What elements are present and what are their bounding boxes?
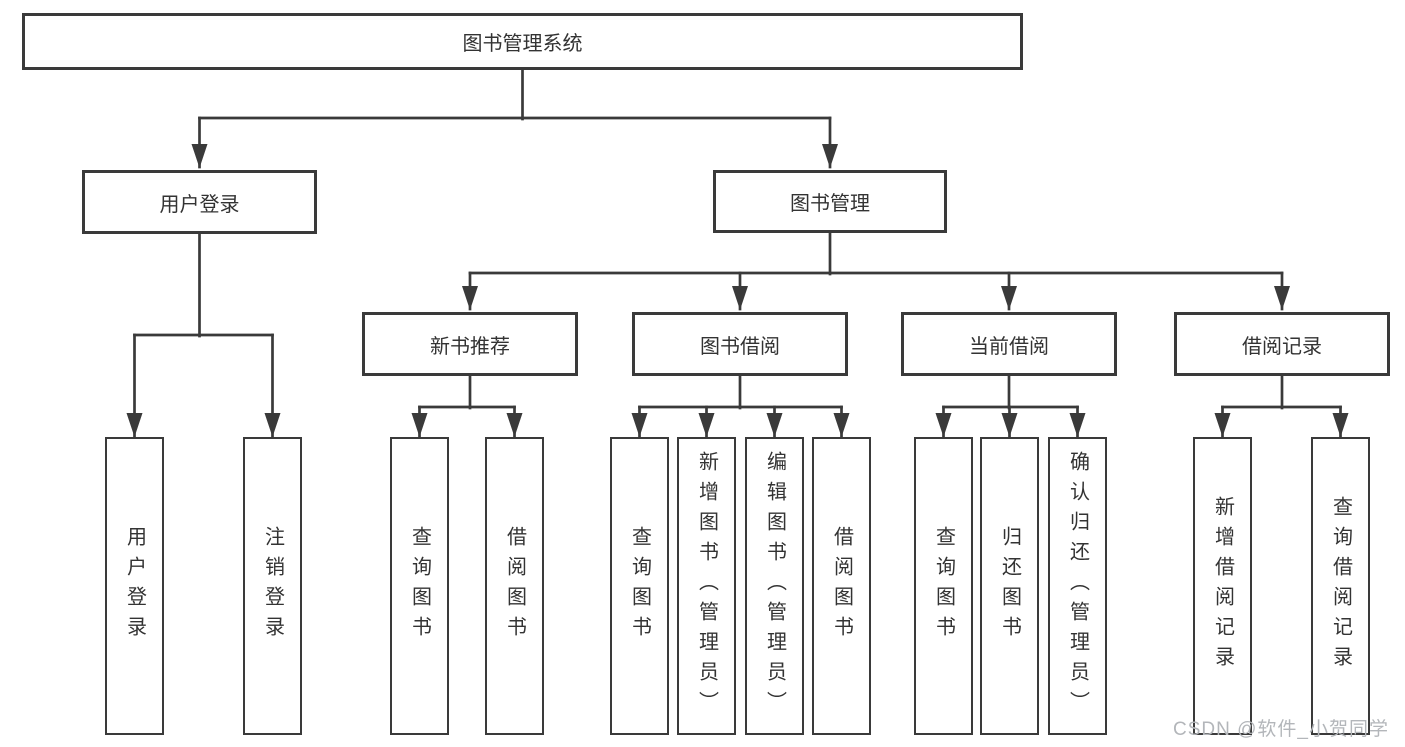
connector-root-to-level2 — [191, 68, 838, 169]
node-root: 图书管理系统 — [22, 13, 1023, 70]
node-borrow-record-label: 借阅记录 — [1242, 335, 1322, 358]
node-new-book-recommend-label: 新书推荐 — [430, 335, 510, 358]
leaf-confirm-return-admin: 确认归还（管理员） — [1048, 437, 1107, 735]
node-book-borrow-label: 图书借阅 — [700, 335, 780, 358]
node-borrow-record: 借阅记录 — [1174, 312, 1390, 376]
leaf-add-borrow-record: 新增借阅记录 — [1193, 437, 1252, 735]
leaf-query-book-2: 查询图书 — [610, 437, 669, 735]
node-book-management: 图书管理 — [713, 170, 947, 233]
connector-book-borrow-to-leaves — [631, 374, 850, 438]
node-user-login: 用户登录 — [82, 170, 317, 234]
node-book-management-label: 图书管理 — [790, 193, 870, 215]
node-book-borrow: 图书借阅 — [632, 312, 848, 376]
node-new-book-recommend: 新书推荐 — [362, 312, 578, 376]
leaf-return-book: 归还图书 — [980, 437, 1039, 735]
node-user-login-label: 用户登录 — [159, 193, 240, 216]
node-current-borrow-label: 当前借阅 — [969, 335, 1049, 358]
leaf-query-book-3: 查询图书 — [914, 437, 973, 735]
leaf-query-borrow-record: 查询借阅记录 — [1311, 437, 1370, 735]
connector-borrow-record-to-leaves — [1214, 374, 1349, 438]
connector-book-management-to-level3 — [462, 231, 1290, 311]
leaf-logout: 注销登录 — [243, 437, 302, 735]
leaf-edit-book-admin: 编辑图书（管理员） — [745, 437, 804, 735]
node-current-borrow: 当前借阅 — [901, 312, 1117, 376]
watermark: CSDN @软件_小贺同学 — [1173, 719, 1389, 740]
leaf-add-book-admin: 新增图书（管理员） — [677, 437, 736, 735]
leaf-query-book-1: 查询图书 — [390, 437, 449, 735]
connector-current-borrow-to-leaves — [935, 374, 1086, 438]
connector-new-book-recommend-to-leaves — [411, 374, 523, 438]
leaf-user-login: 用户登录 — [105, 437, 164, 735]
node-root-label: 图书管理系统 — [462, 33, 583, 55]
connector-user-login-to-leaves — [126, 232, 281, 438]
leaf-borrow-book-2: 借阅图书 — [812, 437, 871, 735]
leaf-borrow-book-1: 借阅图书 — [485, 437, 544, 735]
